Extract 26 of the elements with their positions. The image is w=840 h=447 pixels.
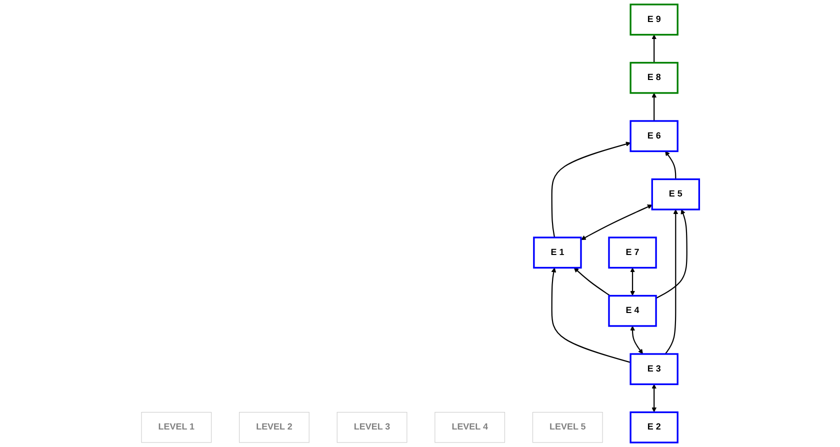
arrow [630, 268, 635, 296]
arrow [651, 34, 656, 63]
node-box: E 4 [608, 294, 657, 327]
arrow [550, 268, 630, 363]
node-box: E 5 [650, 178, 700, 210]
arrow [664, 209, 678, 354]
node-box: LEVEL 1 [140, 412, 212, 443]
node-box: LEVEL 4 [434, 412, 505, 443]
arrow [550, 142, 630, 238]
node-box: E 9 [629, 4, 678, 36]
arrow [630, 326, 643, 354]
node-box: E 2 [629, 411, 678, 444]
node-box: E 6 [629, 120, 678, 152]
node-box: E 1 [532, 236, 582, 269]
node-box: E 7 [608, 236, 657, 269]
arrow [573, 268, 610, 296]
node-box: LEVEL 2 [238, 412, 310, 443]
node-box: LEVEL 3 [336, 412, 407, 443]
node-box: LEVEL 5 [532, 412, 602, 443]
arrow [651, 384, 656, 412]
arrow [664, 151, 676, 180]
arrow [580, 204, 652, 240]
node-box: E 8 [629, 62, 678, 94]
node-box: E 3 [629, 353, 678, 386]
arrow [651, 92, 656, 121]
arrow [655, 209, 688, 299]
